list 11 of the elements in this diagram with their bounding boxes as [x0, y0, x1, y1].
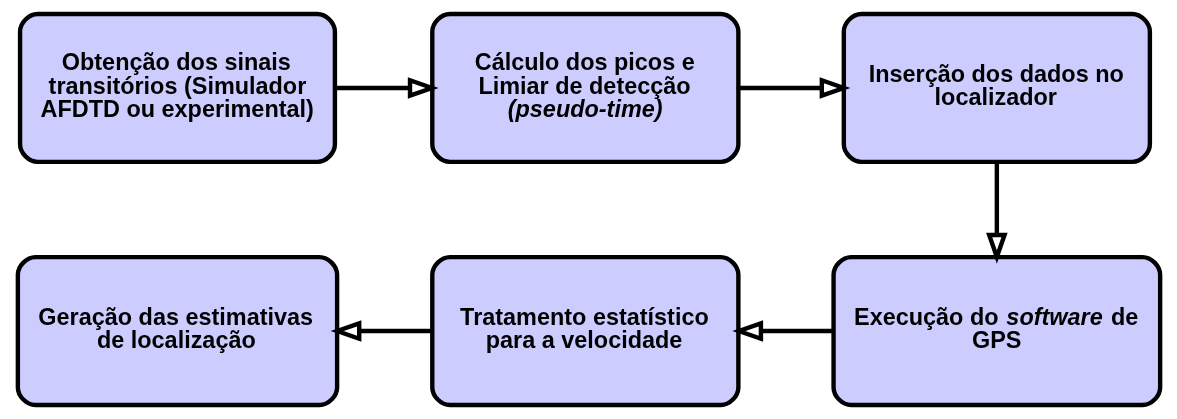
arrow: [334, 77, 439, 99]
node-box: Tratamento estatístico para a velocidade: [429, 254, 741, 408]
arrow: [330, 320, 432, 342]
arrow: [738, 77, 850, 99]
node-box: Cálculo dos picos e Limiar de detecção (pseudo-time): [429, 11, 741, 165]
arrow: [731, 320, 834, 342]
node-box: Execução do software de GPS: [830, 254, 1162, 408]
node-box: Geração das estimativas de localização: [15, 254, 339, 408]
node-box: Obtenção dos sinais transitórios (Simulador AFDTD ou experimental): [17, 11, 337, 165]
node-box: Inserção dos dados no localizador: [841, 11, 1152, 165]
arrow: [985, 162, 1008, 264]
